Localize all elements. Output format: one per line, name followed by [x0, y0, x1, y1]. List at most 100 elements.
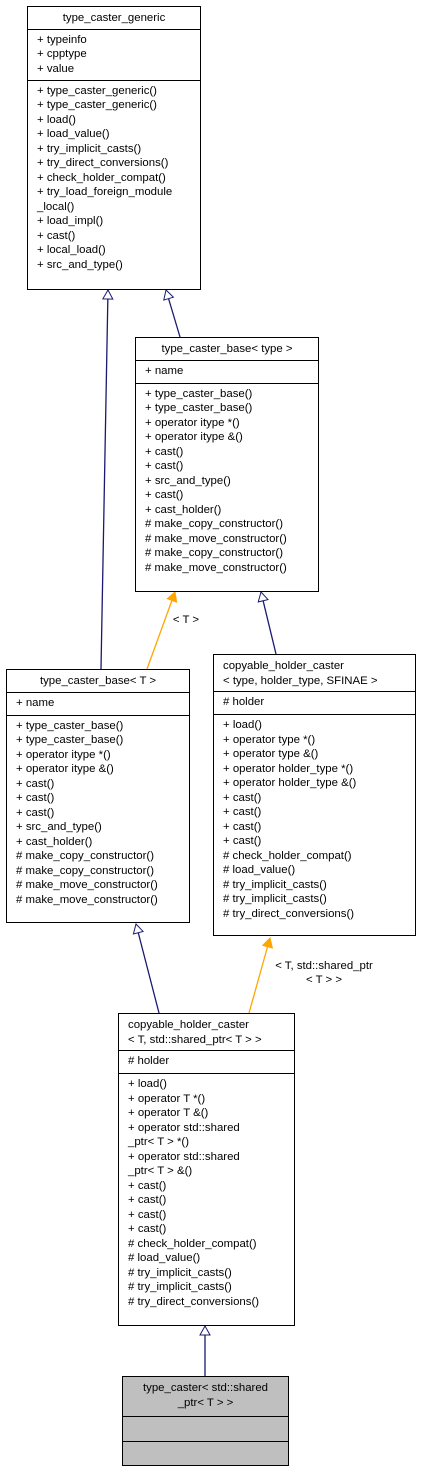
method: + src_and_type() [16, 821, 102, 833]
method: # try_direct_conversions() [223, 907, 355, 920]
class-type-caster-base-T[interactable]: type_caster_base< T > + name + type_cast… [6, 669, 190, 923]
class-title: type_caster_generic [28, 7, 200, 29]
attribute: # holder [128, 1055, 170, 1067]
attribute: + typeinfo [37, 33, 87, 46]
method: + cast() [16, 792, 55, 804]
class-title: copyable_holder_caster < T, std::shared_… [119, 1014, 294, 1050]
method: + operator holder_type &() [223, 777, 357, 789]
class-name: type_caster_base< T > [39, 675, 157, 687]
method: + load() [128, 1078, 167, 1090]
method: + cast() [223, 820, 262, 833]
method: + load_impl() [37, 215, 104, 227]
method: + cast() [128, 1208, 167, 1221]
method: + src_and_type() [145, 474, 231, 487]
methods-section: + load() + operator type *() + operator … [214, 714, 415, 923]
class-type-caster-base-type[interactable]: type_caster_base< type > + name + type_c… [135, 337, 319, 592]
edge-label-template-T: < T > [172, 614, 200, 626]
methods-section: + type_caster_generic() + type_caster_ge… [28, 79, 200, 275]
attributes-section: # holder [214, 691, 415, 714]
method: + operator itype *() [16, 748, 111, 761]
class-name: type_caster_generic [62, 12, 166, 24]
class-name: type_caster_base< type > [161, 343, 293, 355]
class-title: copyable_holder_caster < type, holder_ty… [214, 655, 415, 691]
attribute: + value [37, 62, 75, 75]
inheritance-edge-holder-to-base-type [257, 590, 277, 655]
method: # load_value() [128, 1252, 201, 1264]
method: + cast() [16, 806, 55, 819]
class-template-args: _ptr< T > > [177, 1396, 234, 1409]
attributes-section: + typeinfo + cpptype + value [28, 28, 200, 80]
method: + type_caster_base() [16, 719, 124, 732]
method: _ptr< T > &() [128, 1165, 193, 1177]
method: + operator itype *() [145, 416, 240, 429]
methods-section: + type_caster_base() + type_caster_base(… [7, 714, 189, 910]
method: + type_caster_base() [145, 402, 253, 414]
method: + operator std::shared [128, 1150, 240, 1163]
method: # try_implicit_casts() [223, 878, 327, 891]
method: # make_copy_constructor() [16, 850, 155, 862]
method: + local_load() [37, 244, 106, 256]
method: + load() [37, 113, 76, 126]
method: + cast() [37, 229, 76, 242]
method: + cast() [128, 1179, 167, 1192]
edge-label-template-shared-line-1: < T, std::shared_ptr [275, 960, 373, 972]
method: + cast() [16, 777, 55, 790]
method: + cast() [223, 806, 262, 818]
class-copyable-holder-caster-shared[interactable]: copyable_holder_caster < T, std::shared_… [118, 1013, 295, 1326]
method: + try_direct_conversions() [37, 157, 169, 169]
class-type-caster-generic[interactable]: type_caster_generic + typeinfo + cpptype… [27, 6, 201, 290]
method: + cast() [145, 460, 184, 472]
methods-section: + type_caster_base() + type_caster_base(… [136, 382, 318, 578]
method: + check_holder_compat() [37, 171, 166, 184]
method: + operator type *() [223, 733, 316, 746]
attribute: + name [16, 696, 55, 709]
method: + type_caster_base() [16, 734, 124, 746]
method: + cast() [145, 445, 184, 458]
method: + load_value() [37, 128, 110, 140]
attributes-section: # holder [119, 1050, 294, 1073]
class-template-args: < T, std::shared_ptr< T > > [128, 1033, 262, 1046]
class-name: type_caster< std::shared [142, 1382, 269, 1394]
methods-section [123, 1441, 288, 1465]
method: # try_implicit_casts() [128, 1266, 232, 1279]
method: # check_holder_compat() [223, 849, 352, 862]
class-title: type_caster_base< type > [136, 338, 318, 360]
method: + cast_holder() [16, 835, 93, 848]
class-title: type_caster_base< T > [7, 670, 189, 692]
method: + type_caster_generic() [37, 99, 157, 111]
method: # make_copy_constructor() [145, 547, 284, 559]
method: # make_move_constructor() [16, 893, 158, 906]
method: + try_load_foreign_module [37, 186, 173, 198]
class-copyable-holder-caster-generic[interactable]: copyable_holder_caster < type, holder_ty… [213, 654, 416, 936]
template-edge-shared-holder-to-holder [248, 937, 274, 1014]
edge-label-template-shared-line-2: < T > > [306, 974, 342, 986]
method: # check_holder_compat() [128, 1237, 257, 1250]
class-template-args: < type, holder_type, SFINAE > [223, 674, 378, 687]
class-type-caster-shared[interactable]: type_caster< std::shared _ptr< T > > [122, 1376, 289, 1466]
method: # make_copy_constructor() [145, 518, 284, 530]
method: # load_value() [223, 864, 296, 876]
attributes-section: + name [136, 359, 318, 383]
inheritance-edge-base-T-to-generic [100, 288, 114, 670]
attributes-section: + name [7, 691, 189, 715]
method: + type_caster_generic() [37, 84, 157, 97]
method: + try_implicit_casts() [37, 142, 142, 155]
method: # try_direct_conversions() [128, 1295, 260, 1308]
method: + cast() [223, 791, 262, 804]
method: + cast() [145, 489, 184, 501]
method: _local() [37, 200, 75, 213]
inheritance-edge-shared-holder-to-base-T [132, 923, 160, 1014]
method: + operator std::shared [128, 1121, 240, 1134]
attribute: + name [145, 364, 184, 377]
inheritance-edge-base-type-to-generic [163, 289, 181, 338]
method: + operator T &() [128, 1107, 209, 1119]
method: + cast() [223, 835, 262, 847]
method: + cast_holder() [145, 503, 222, 516]
edge-label-template-shared: < T, std::shared_ptr < T > > [262, 959, 386, 987]
method: # try_implicit_casts() [128, 1281, 232, 1293]
class-name: copyable_holder_caster [223, 660, 344, 672]
attribute: # holder [223, 696, 265, 708]
method: # make_move_constructor() [16, 879, 158, 891]
method: + operator type &() [223, 748, 319, 760]
